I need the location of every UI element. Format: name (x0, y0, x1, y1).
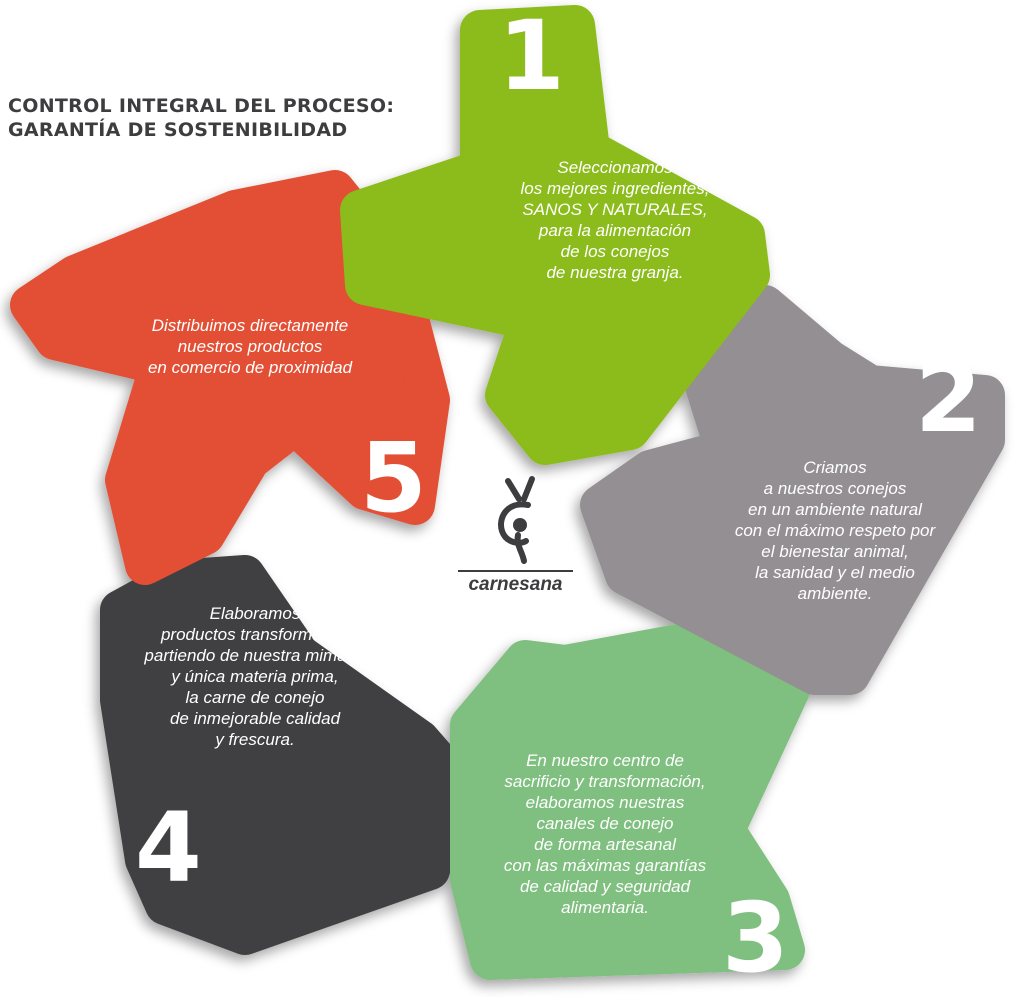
text-line: Criamos (803, 458, 867, 477)
step-5-number: 5 (360, 422, 427, 534)
page-title: CONTROL INTEGRAL DEL PROCESO: GARANTÍA D… (8, 94, 394, 142)
step-4-number: 4 (135, 792, 202, 904)
arrow-step-2 (580, 285, 1005, 695)
text-line: de forma artesanal (534, 835, 676, 854)
text-line: el bienestar animal, (761, 542, 909, 561)
text-line: en comercio de proximidad (147, 358, 353, 377)
text-line: la sanidad y el medio (755, 563, 915, 582)
step-3-number: 3 (722, 882, 789, 994)
arrow-step-1 (340, 5, 770, 465)
text-line: en un ambiente natural (748, 500, 922, 519)
arrow-step-3 (450, 620, 810, 980)
text-line: ambiente. (797, 584, 873, 603)
text-line: productos transformados (160, 625, 350, 644)
step-5-text: Distribuimos directamente nuestros produc… (115, 315, 385, 378)
text-line: nuestros productos (177, 337, 323, 356)
rabbit-logo-icon (497, 476, 535, 564)
text-line: Elaboramos (209, 604, 301, 623)
text-line: Seleccionamos (557, 158, 673, 177)
title-line-2: GARANTÍA DE SOSTENIBILIDAD (8, 119, 348, 141)
text-line: de inmejorable calidad (169, 709, 341, 728)
step-2-text: Criamos a nuestros conejos en un ambiente … (700, 457, 970, 604)
text-line: con el máximo respeto por (734, 521, 936, 540)
step-2-number: 2 (915, 342, 982, 454)
step-3-text: En nuestro centro de sacrificio y transfo… (470, 750, 740, 918)
text-line: y única materia prima, (171, 667, 339, 686)
text-line: de calidad y seguridad (519, 877, 691, 896)
step-4-text: Elaboramos productos transformados partien… (110, 603, 400, 750)
title-line-1: CONTROL INTEGRAL DEL PROCESO: (8, 95, 395, 117)
text-line: En nuestro centro de (526, 751, 684, 770)
text-line: elaboramos nuestras (525, 793, 685, 812)
arrow-step-4 (100, 555, 475, 955)
step-1-text: Seleccionamos los mejores ingredientes, SA… (485, 157, 745, 283)
text-line: canales de conejo (536, 814, 674, 833)
text-line: a nuestros conejos (763, 479, 907, 498)
text-line: sacrificio y transformación, (504, 772, 706, 791)
text-line: alimentaria. (561, 898, 649, 917)
carnesana-logo: carnesana (458, 475, 573, 596)
text-line: los mejores ingredientes, (520, 179, 710, 198)
text-line: SANOS Y NATURALES, (522, 200, 708, 219)
text-line: la carne de conejo (185, 688, 325, 707)
text-line: con las máximas garantías (503, 856, 707, 875)
logo-text: carnesana (458, 570, 573, 596)
arrow-step-5 (10, 170, 450, 585)
text-line: de nuestra granja. (546, 263, 684, 282)
text-line: de los conejos (560, 242, 670, 261)
text-line: y frescura. (215, 730, 295, 749)
step-1-number: 1 (498, 0, 565, 112)
text-line: para la alimentación (538, 221, 692, 240)
text-line: partiendo de nuestra mimada (144, 646, 366, 665)
text-line: Distribuimos directamente (151, 316, 349, 335)
